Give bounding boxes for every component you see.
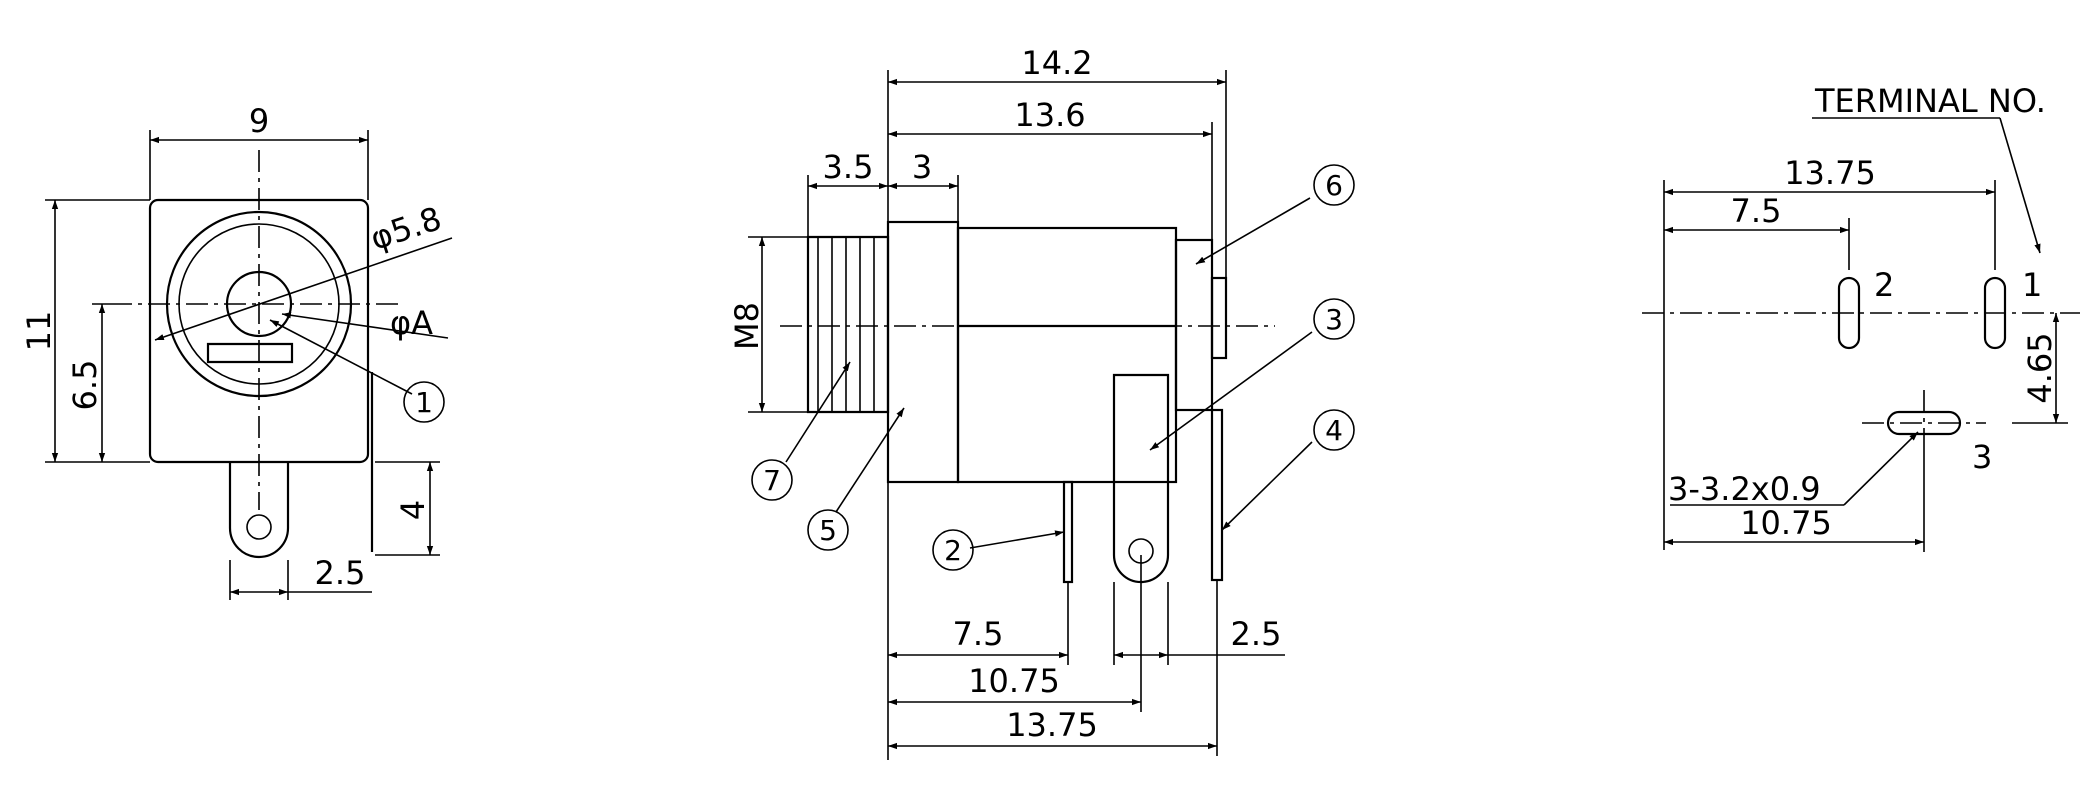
dim-width-label: 9 [249, 102, 269, 140]
dim-thread-size-label: M8 [728, 302, 766, 350]
slot-1 [1983, 276, 2007, 350]
dim-collar-length-label: 3 [912, 148, 932, 186]
pcb-dim-10-75-label: 10.75 [1740, 504, 1832, 542]
callout-2-label: 2 [944, 534, 962, 567]
dim-pin2-label: 7.5 [953, 615, 1004, 653]
slot-spec-label: 3-3.2x0.9 [1668, 470, 1821, 508]
dim-diameter-inner-label: φA [390, 304, 433, 342]
pin-2 [1062, 480, 1074, 584]
callout-1-bubble [403, 381, 445, 423]
thread-outline [806, 235, 890, 414]
callout-7-label: 7 [763, 464, 781, 497]
dim-overall-length-label: 14.2 [1021, 44, 1092, 82]
pin-3-lug [1112, 373, 1170, 584]
pcb-dim-4-65-label: 4.65 [2021, 332, 2059, 403]
dim-diameter-outer-label: φ5.8 [366, 199, 446, 257]
callout-3-bubble [1313, 298, 1355, 340]
pcb-dim-7-5-label: 7.5 [1731, 192, 1782, 230]
callout-1-label: 1 [415, 386, 433, 419]
side-view: 14.2 13.6 3.5 3 M8 7.5 10.75 13.75 2.5 6 [728, 44, 1355, 760]
dim-tab-height-label: 4 [394, 500, 432, 520]
front-tab [228, 462, 290, 559]
terminal-no-title: TERMINAL NO. [1814, 82, 2046, 120]
callout-7-bubble [751, 459, 793, 501]
rear-plate [1210, 276, 1228, 360]
thread-grooves [817, 237, 875, 412]
front-tab-hole [246, 514, 272, 540]
dim-pin3-label: 10.75 [968, 662, 1060, 700]
dim-thread-length-label: 3.5 [823, 148, 874, 186]
front-view: 9 11 6.5 φ5.8 φA 1 4 2.5 [20, 102, 453, 600]
callout-2-bubble [932, 529, 974, 571]
pcb-layout-view: TERMINAL NO. 2 1 3 13.75 7.5 4.65 3-3.2x… [1642, 82, 2080, 552]
dim-pin4-label: 2.5 [1231, 615, 1282, 653]
pin-4 [1210, 408, 1224, 582]
callout-5-label: 5 [819, 514, 837, 547]
callout-5-bubble [807, 509, 849, 551]
callout-6-bubble [1313, 164, 1355, 206]
dim-center-height-label: 6.5 [66, 360, 104, 411]
callout-3-label: 3 [1325, 303, 1343, 336]
front-contact [206, 342, 294, 364]
body-outline [956, 226, 1178, 484]
slot-2 [1837, 276, 1861, 350]
terminal-2-label: 2 [1874, 266, 1894, 304]
terminal-1-label: 1 [2022, 266, 2042, 304]
dim-body-length-label: 13.6 [1014, 96, 1085, 134]
dim-height-label: 11 [20, 311, 58, 352]
dim-pin1-label: 13.75 [1006, 706, 1098, 744]
terminal-3-label: 3 [1972, 438, 1992, 476]
callout-4-bubble [1313, 409, 1355, 451]
pcb-dim-13-75-label: 13.75 [1784, 154, 1876, 192]
dim-tab-offset-label: 2.5 [315, 554, 366, 592]
callout-6-label: 6 [1325, 169, 1343, 202]
rear-cap [1174, 238, 1214, 412]
callout-4-label: 4 [1325, 414, 1343, 447]
collar-outline [886, 220, 960, 484]
